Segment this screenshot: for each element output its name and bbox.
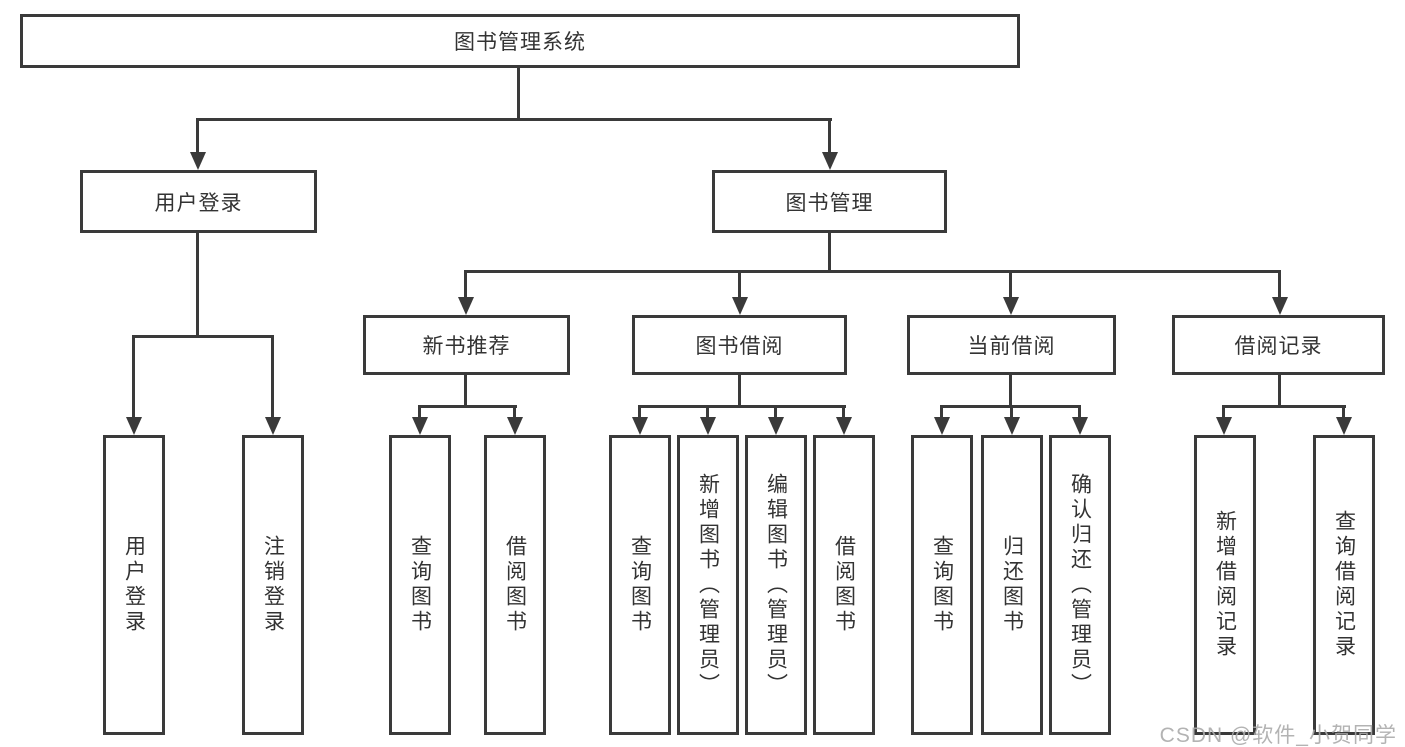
connector-arrow-confirm-return bbox=[1071, 405, 1088, 435]
connector-arrow-edit-books-admin bbox=[767, 405, 784, 435]
connector-root-rail bbox=[196, 118, 832, 121]
node-leaf-query-borrow-record: 查询借阅记录 bbox=[1313, 435, 1375, 735]
connector-current-borrow-stub bbox=[1009, 375, 1012, 405]
connector-borrow-records-stub bbox=[1278, 375, 1281, 405]
connector-new-book-stub bbox=[464, 375, 467, 405]
node-leaf-user-login: 用户登录 bbox=[103, 435, 165, 735]
connector-book-borrow-rail bbox=[638, 405, 846, 408]
connector-arrow-query-borrow-record bbox=[1335, 405, 1352, 435]
node-leaf-borrow-books: 借阅图书 bbox=[813, 435, 875, 735]
node-leaf-return-books: 归还图书 bbox=[981, 435, 1043, 735]
connector-arrow-query-books-borrow bbox=[631, 405, 648, 435]
connector-new-book-rail bbox=[418, 405, 517, 408]
node-leaf-query-books-recommend: 查询图书 bbox=[389, 435, 451, 735]
connector-arrow-new-book-recommendation bbox=[457, 270, 474, 315]
connector-root-stub bbox=[517, 68, 520, 118]
node-leaf-query-books-borrow: 查询图书 bbox=[609, 435, 671, 735]
node-book-borrowing: 图书借阅 bbox=[632, 315, 847, 375]
node-borrowing-records: 借阅记录 bbox=[1172, 315, 1385, 375]
connector-book-management-rail bbox=[464, 270, 1281, 273]
node-leaf-logout: 注销登录 bbox=[242, 435, 304, 735]
connector-arrow-book-management bbox=[821, 118, 838, 170]
connector-book-borrow-stub bbox=[738, 375, 741, 405]
connector-arrow-user-login bbox=[189, 118, 206, 170]
connector-arrow-query-books-recommend bbox=[411, 405, 428, 435]
connector-borrow-records-rail bbox=[1222, 405, 1346, 408]
watermark: CSDN @软件_小贺同学 bbox=[1159, 724, 1397, 747]
connector-arrow-query-books-current bbox=[933, 405, 950, 435]
node-leaf-edit-books-admin: 编辑图书（管理员） bbox=[745, 435, 807, 735]
connector-arrow-borrowing-records bbox=[1271, 270, 1288, 315]
connector-book-management-stub bbox=[828, 233, 831, 270]
node-leaf-confirm-return-admin: 确认归还（管理员） bbox=[1049, 435, 1111, 735]
connector-arrow-current-borrowing bbox=[1002, 270, 1019, 315]
node-book-management: 图书管理 bbox=[712, 170, 947, 233]
node-library-management-system: 图书管理系统 bbox=[20, 14, 1020, 68]
node-leaf-borrow-books-recommend: 借阅图书 bbox=[484, 435, 546, 735]
connector-arrow-add-borrow-record bbox=[1215, 405, 1232, 435]
node-leaf-query-books-current: 查询图书 bbox=[911, 435, 973, 735]
node-current-borrowing: 当前借阅 bbox=[907, 315, 1116, 375]
connector-arrow-book-borrowing bbox=[731, 270, 748, 315]
node-new-book-recommendation: 新书推荐 bbox=[363, 315, 570, 375]
node-leaf-add-books-admin: 新增图书（管理员） bbox=[677, 435, 739, 735]
node-user-login: 用户登录 bbox=[80, 170, 317, 233]
connector-user-login-rail bbox=[132, 335, 274, 338]
connector-arrow-borrow-books bbox=[835, 405, 852, 435]
connector-arrow-leaf-user-login bbox=[125, 335, 142, 435]
connector-arrow-add-books-admin bbox=[699, 405, 716, 435]
node-leaf-add-borrow-record: 新增借阅记录 bbox=[1194, 435, 1256, 735]
connector-arrow-leaf-logout bbox=[264, 335, 281, 435]
connector-arrow-return-books bbox=[1003, 405, 1020, 435]
connector-arrow-borrow-books-recommend bbox=[506, 405, 523, 435]
connector-user-login-stub bbox=[196, 233, 199, 335]
